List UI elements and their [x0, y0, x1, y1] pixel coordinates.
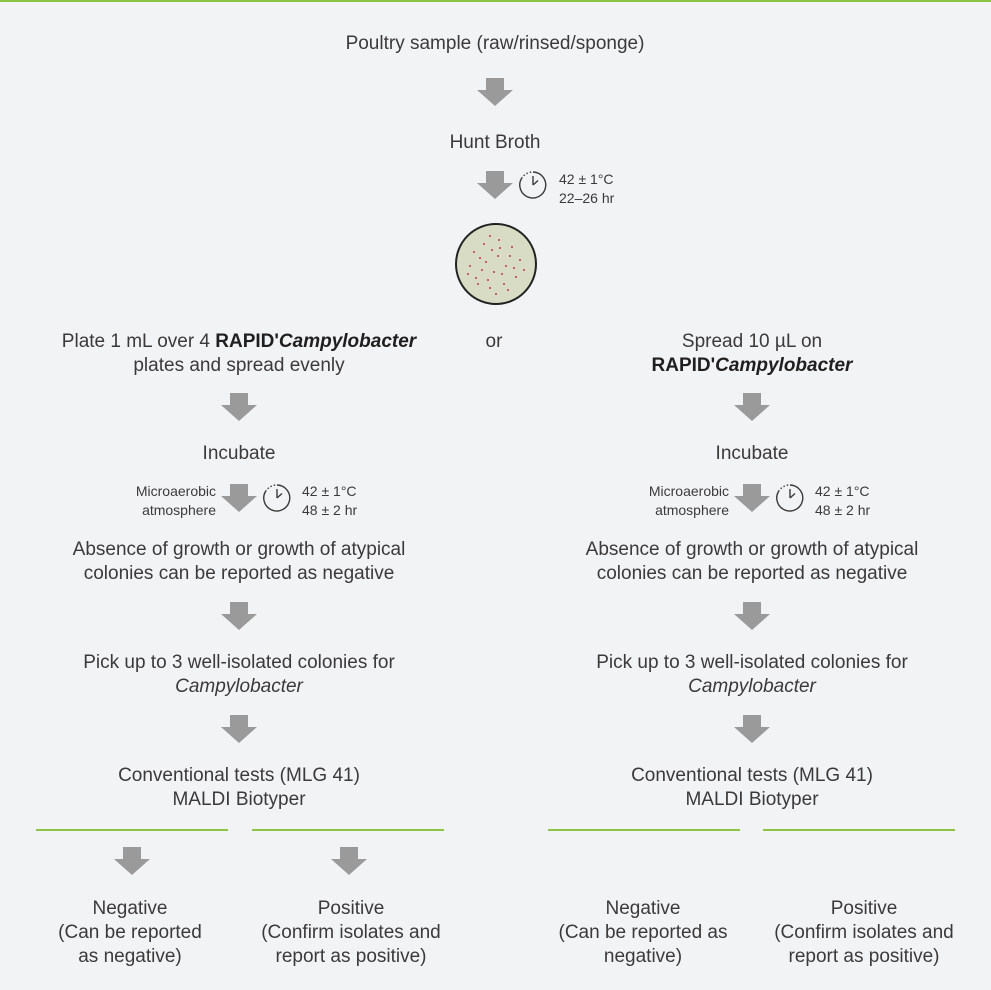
right-negative-line1: Negative	[605, 898, 681, 919]
top-accent-line	[0, 0, 991, 2]
left-negative-line2: (Can be reported	[58, 922, 202, 943]
left-time: 48 ± 2 hr	[302, 502, 358, 518]
left-incubate: Incubate	[202, 443, 276, 464]
down-arrow-icon	[221, 393, 257, 421]
left-atmosphere-1: Microaerobic	[135, 483, 216, 499]
right-negative-divider	[548, 829, 740, 831]
left-negative-line3: as negative)	[78, 946, 182, 967]
down-arrow-icon	[114, 847, 150, 875]
clock-icon	[517, 169, 549, 201]
right-negative-line2: (Can be reported as	[558, 922, 728, 943]
left-plate-line1: Plate 1 mL over 4 RAPID'Campylobacter	[61, 331, 417, 352]
right-negative-line3: negative)	[603, 946, 683, 967]
clock-icon	[261, 482, 293, 514]
broth-text: Hunt Broth	[449, 132, 541, 153]
right-positive-line1: Positive	[830, 898, 898, 919]
right-absence-line1: Absence of growth or growth of atypical	[585, 539, 919, 560]
right-spread-line1: Spread 10 µL on	[681, 331, 823, 352]
right-positive-line3: report as positive)	[788, 946, 940, 967]
right-pick-line1: Pick up to 3 well-isolated colonies for	[596, 652, 908, 673]
left-positive-divider	[252, 829, 444, 831]
clock-icon	[774, 482, 806, 514]
down-arrow-icon	[734, 393, 770, 421]
right-spread-line2: RAPID'Campylobacter	[651, 355, 853, 376]
right-tests-line1: Conventional tests (MLG 41)	[631, 765, 873, 786]
down-arrow-icon	[477, 171, 513, 199]
right-atmosphere-1: Microaerobic	[648, 483, 729, 499]
right-positive-divider	[763, 829, 955, 831]
or-label: or	[485, 331, 503, 352]
broth-temp: 42 ± 1°C	[559, 171, 614, 187]
right-pick-line2: Campylobacter	[688, 676, 816, 697]
left-tests-line2: MALDI Biotyper	[172, 789, 306, 810]
right-time: 48 ± 2 hr	[815, 502, 871, 518]
left-plate-line2: plates and spread evenly	[133, 355, 345, 376]
broth-time: 22–26 hr	[559, 190, 615, 206]
right-absence-line2: colonies can be reported as negative	[596, 563, 908, 584]
left-tests-line1: Conventional tests (MLG 41)	[118, 765, 360, 786]
right-positive-line2: (Confirm isolates and	[774, 922, 954, 943]
left-absence-line2: colonies can be reported as negative	[83, 563, 395, 584]
down-arrow-icon	[221, 715, 257, 743]
petri-dish-icon	[455, 223, 537, 305]
left-positive-line1: Positive	[317, 898, 385, 919]
left-pick-line1: Pick up to 3 well-isolated colonies for	[83, 652, 395, 673]
right-atmosphere-2: atmosphere	[655, 502, 729, 518]
left-positive-line2: (Confirm isolates and	[261, 922, 441, 943]
left-absence-line1: Absence of growth or growth of atypical	[72, 539, 406, 560]
down-arrow-icon	[734, 715, 770, 743]
left-temp: 42 ± 1°C	[302, 483, 357, 499]
down-arrow-icon	[221, 484, 257, 512]
right-temp: 42 ± 1°C	[815, 483, 870, 499]
down-arrow-icon	[331, 847, 367, 875]
left-atmosphere-2: atmosphere	[142, 502, 216, 518]
left-negative-divider	[36, 829, 228, 831]
down-arrow-icon	[477, 78, 513, 106]
left-pick-line2: Campylobacter	[175, 676, 303, 697]
right-incubate: Incubate	[715, 443, 789, 464]
sample-text: Poultry sample (raw/rinsed/sponge)	[345, 33, 645, 54]
down-arrow-icon	[734, 484, 770, 512]
left-negative-line1: Negative	[92, 898, 168, 919]
down-arrow-icon	[221, 602, 257, 630]
right-tests-line2: MALDI Biotyper	[685, 789, 819, 810]
left-positive-line3: report as positive)	[275, 946, 427, 967]
down-arrow-icon	[734, 602, 770, 630]
